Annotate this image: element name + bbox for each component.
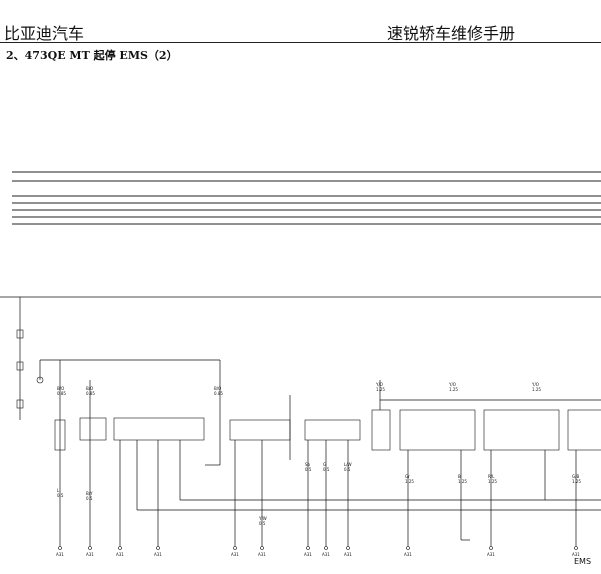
- wire-label-bo-2: B/O: [86, 386, 93, 391]
- connector-label: A31: [258, 552, 266, 557]
- wire-label-w-3: 1.25: [532, 387, 541, 392]
- connector-label: A31: [572, 552, 580, 557]
- bottom-connectors: [58, 546, 578, 550]
- connector-label: A31: [304, 552, 312, 557]
- wire-label-sbw: 0.5: [305, 467, 312, 472]
- wire-label-gr: Gr: [405, 474, 410, 479]
- wire-label-lww: 0.5: [344, 467, 351, 472]
- wire-label-w-1: 1.25: [376, 387, 385, 392]
- wire-label-rlw: 1.25: [488, 479, 497, 484]
- wire-labels: B/O 0.85 B/O 0.85 B/O 0.85 L 0.5 B/Y 0.5…: [57, 386, 581, 526]
- brand-title: 比亚迪汽车: [4, 24, 85, 43]
- horizontal-links: [137, 399, 601, 541]
- wire-label-gbw: 1.25: [572, 479, 581, 484]
- connector-label: A31: [154, 552, 162, 557]
- connector-label: A31: [404, 552, 412, 557]
- connector-label: A31: [322, 552, 330, 557]
- wire-label-sb: Sb: [305, 462, 311, 467]
- ems-label: EMS: [574, 557, 592, 566]
- wire-label-b: B: [458, 474, 461, 479]
- wire-label-grw: 1.25: [405, 479, 414, 484]
- bottom-connector-labels: A31 A31 A31 A31 A31 A31 A31 A31 A31 A31 …: [56, 552, 580, 557]
- top-bus: [0, 296, 601, 420]
- wire-label-y-o-2: Y/O: [448, 382, 456, 387]
- wire-label-y-o-3: Y/O: [531, 382, 539, 387]
- wire-label-bo-2w: 0.85: [86, 391, 95, 396]
- wire-label-w-2: 1.25: [449, 387, 458, 392]
- ruled-lines: [12, 171, 601, 225]
- connector-label: A31: [56, 552, 64, 557]
- wire-label-l-1w: 0.5: [57, 493, 64, 498]
- vertical-wires: [59, 360, 577, 548]
- wire-label-bo-1w: 0.85: [57, 391, 66, 396]
- wire-label-bo-3w: 0.85: [214, 391, 223, 396]
- wire-label-gb: G/B: [572, 474, 579, 479]
- wire-label-by: B/Y: [86, 491, 93, 496]
- connector-label: A31: [86, 552, 94, 557]
- wire-label-bo-3: B/O: [214, 386, 221, 391]
- wire-label-bo-1: B/O: [57, 386, 64, 391]
- connector-label: A31: [344, 552, 352, 557]
- top-wire-labels: Y/O 1.25 Y/O 1.25 Y/O 1.25: [375, 382, 541, 392]
- wire-label-yw: Y/W: [258, 516, 267, 521]
- wire-label-gw: 0.5: [323, 467, 330, 472]
- connector-label: A31: [116, 552, 124, 557]
- wire-label-rl: R/L: [488, 474, 495, 479]
- header-rule: [0, 42, 601, 43]
- wire-label-yww: 0.5: [259, 521, 266, 526]
- connector-label: A31: [487, 552, 495, 557]
- manual-title: 速锐轿车维修手册: [387, 24, 516, 43]
- wire-label-g: G: [323, 462, 326, 467]
- section-title: 2、473QE MT 起停 EMS（2）: [6, 49, 178, 62]
- wire-label-y-o-1: Y/O: [375, 382, 383, 387]
- wire-label-l-1: L: [57, 488, 60, 493]
- wire-label-lw: L/W: [344, 462, 352, 467]
- wire-label-byw: 0.5: [86, 496, 93, 501]
- connector-label: A31: [231, 552, 239, 557]
- wire-label-bw: 1.25: [458, 479, 467, 484]
